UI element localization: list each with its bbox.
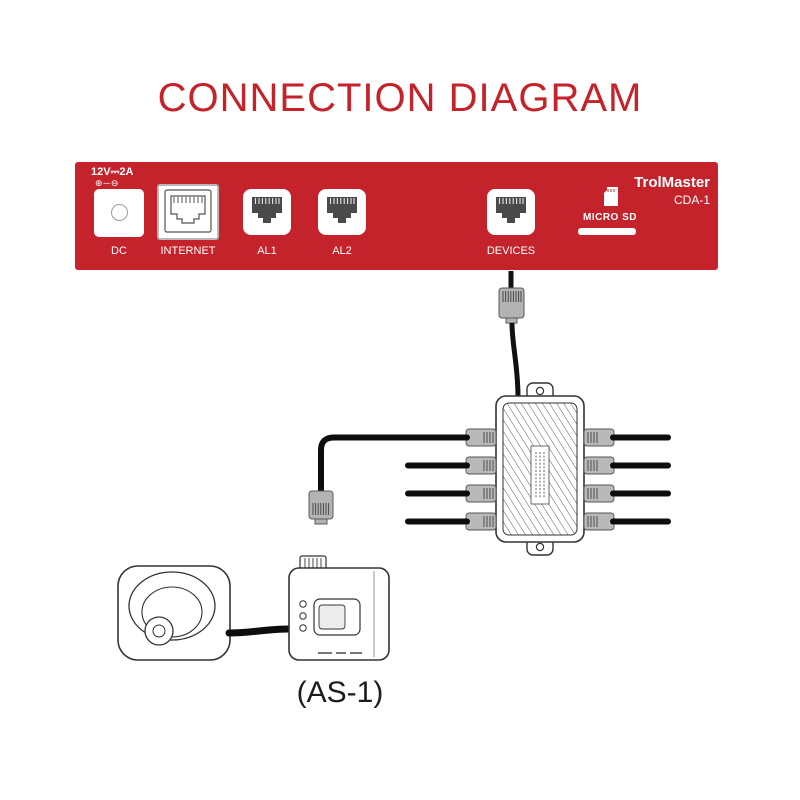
mounting-hole-icon [535, 542, 545, 552]
mounting-hole-icon [535, 386, 545, 396]
micro-sd-label: MICRO SD [583, 212, 637, 223]
al2-port [318, 189, 366, 235]
brand-logo: TrolMaster [634, 174, 710, 191]
al1-label: AL1 [257, 245, 277, 257]
rj45-port-icon [327, 197, 357, 223]
sensor-cable [225, 625, 293, 637]
led-icon [299, 612, 307, 620]
rj45-port-icon [252, 197, 282, 223]
as1-device-label: (AS-1) [296, 676, 384, 709]
page-title: CONNECTION DIAGRAM [157, 76, 643, 120]
model-number: CDA-1 [673, 193, 710, 207]
dc-label: DC [111, 245, 127, 257]
splitter-left-cables [308, 428, 497, 531]
led-icon [299, 624, 307, 632]
as1-station-body [288, 555, 390, 661]
controller-back-panel: 12V⎓2A ⊕─⊖ DC INTERNET [75, 162, 718, 270]
power-rating-label: 12V⎓2A [91, 166, 134, 178]
led-icon [299, 600, 307, 608]
micro-sd-slot [578, 228, 636, 235]
splitter-right-cables [583, 428, 671, 531]
devices-label: DEVICES [486, 245, 536, 257]
rj45-port-icon [496, 197, 526, 223]
internet-label: INTERNET [160, 245, 216, 257]
al1-port [243, 189, 291, 235]
as1-sensor-knob [117, 565, 231, 661]
splitter-hub [495, 382, 585, 556]
devices-cable [498, 271, 525, 398]
devices-port [487, 189, 535, 235]
internet-port [157, 184, 219, 240]
dc-jack [94, 189, 144, 237]
micro-sd-card-icon [604, 187, 618, 206]
rj45-connector-dangling [308, 490, 334, 525]
ethernet-port-icon [157, 184, 219, 240]
polarity-icon: ⊕─⊖ [95, 178, 120, 188]
al2-label: AL2 [332, 245, 352, 257]
rj45-plug-pins [502, 291, 522, 302]
dc-jack-hole-icon [111, 204, 128, 221]
